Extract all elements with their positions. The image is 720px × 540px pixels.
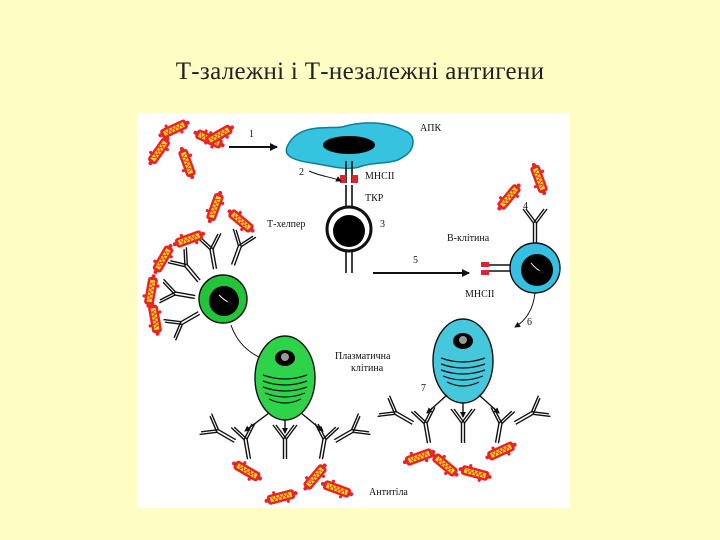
mhc-ii-b-cell <box>481 262 511 275</box>
antigen-ti-5 <box>201 187 229 227</box>
t-helper-label: Т-хелпер <box>267 219 305 230</box>
green-cell-inner-arrow <box>218 294 233 305</box>
antigen-b-right <box>525 159 553 199</box>
antigen-ti-1 <box>169 225 209 253</box>
green-b-cell-nucleus <box>209 286 239 316</box>
plasma-cyan-er <box>440 357 486 387</box>
b-cell-label: В-клітина <box>447 233 490 244</box>
apc-label: АПК <box>420 123 441 134</box>
plasma-cell-green <box>254 335 316 421</box>
arrow-to-green-plasma <box>230 324 264 360</box>
secreted-antigens-green <box>227 455 357 508</box>
secreted-antigens-cyan <box>399 436 521 486</box>
b-cell-nucleus <box>521 254 553 286</box>
t-helper-nucleus <box>333 215 365 247</box>
plasma-green-er <box>262 374 308 404</box>
step-6-number: 6 <box>527 317 532 328</box>
plasma-green-nucleolus <box>281 353 289 361</box>
arrow-6 <box>514 292 536 328</box>
t-helper-stem <box>345 251 353 273</box>
mhc-ii-top-label: МНСII <box>365 171 394 182</box>
step-4-number: 4 <box>523 201 528 212</box>
step-3-number: 3 <box>380 219 385 230</box>
antigen-ti-6 <box>222 203 260 239</box>
step-7-number: 7 <box>421 383 426 394</box>
mhc-ii-apc <box>340 161 358 183</box>
plasma-label-line1: Плазматична <box>335 351 391 362</box>
apc-nucleus <box>323 136 375 154</box>
b-cell-inner-arrow <box>530 262 545 274</box>
antigen-b-left <box>491 178 527 216</box>
antigen-ti-2 <box>147 239 179 279</box>
plasma-cell-cyan <box>432 318 494 404</box>
mhc-ii-b-label: МНСII <box>465 289 494 300</box>
plasma-cyan-nucleolus <box>459 336 467 344</box>
step-2-number: 2 <box>299 167 304 178</box>
antibodies-label: Антитіла <box>369 487 408 498</box>
step-1-number: 1 <box>249 129 254 140</box>
tcr-receptor <box>345 185 353 207</box>
diagram-panel: 1 АПК МНСII 2 ТКР Т-хелпер 3 5 4 В-кліти… <box>137 113 570 508</box>
plasma-label-line2: клітина <box>351 363 384 374</box>
immune-diagram: 1 АПК МНСII 2 ТКР Т-хелпер 3 5 4 В-кліти… <box>140 114 561 508</box>
slide-title: Т-залежні і Т-незалежні антигени <box>175 58 545 85</box>
arrow-2 <box>308 170 342 182</box>
b-cell-antibody <box>522 208 548 244</box>
tcr-label: ТКР <box>365 193 384 204</box>
antigen-cluster-top-left <box>142 114 239 183</box>
step-5-number: 5 <box>413 255 418 266</box>
